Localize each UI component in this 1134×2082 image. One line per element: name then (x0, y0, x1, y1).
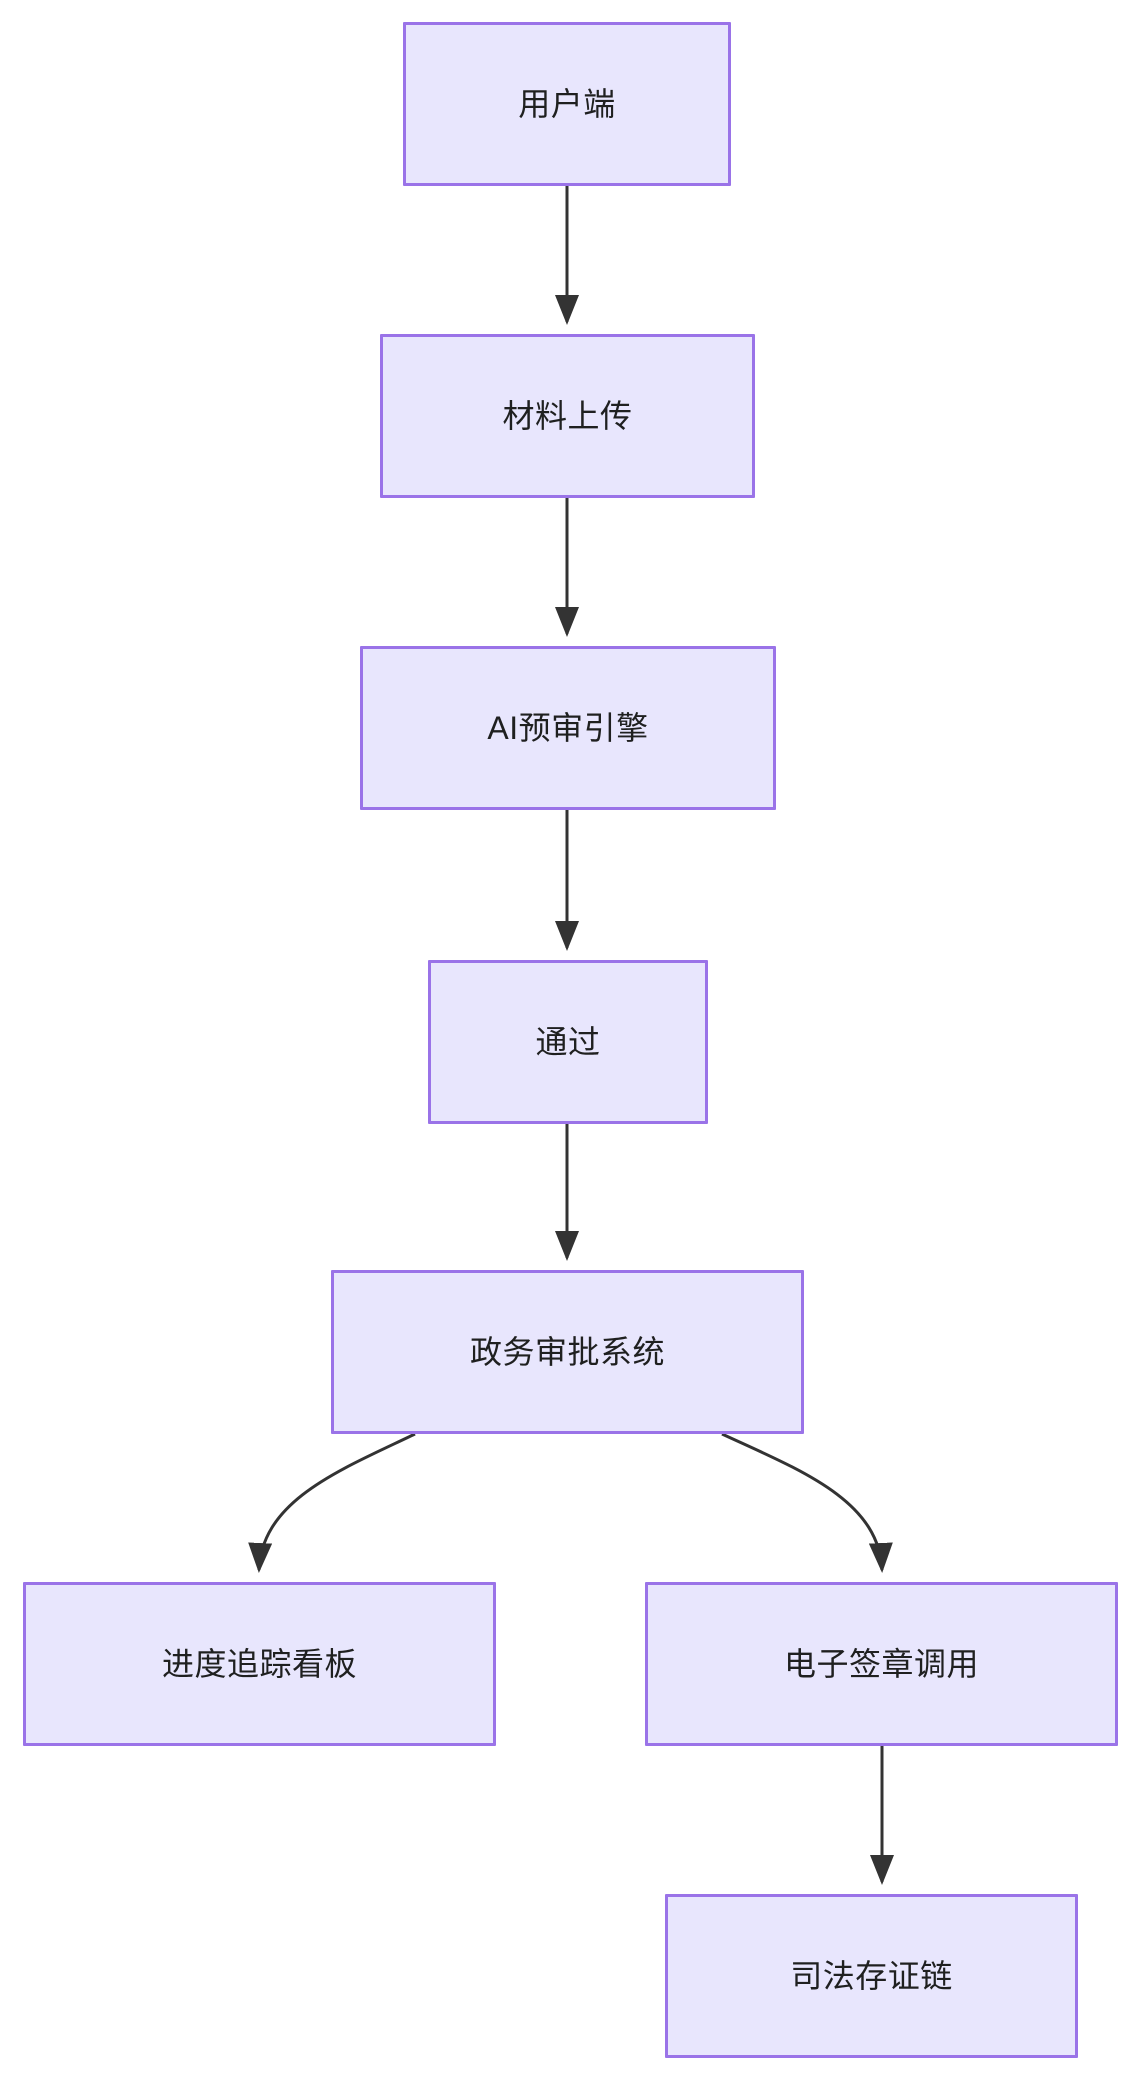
node-approval-system[interactable]: 政务审批系统 (331, 1270, 804, 1434)
edge-approval-to-seal (721, 1432, 893, 1573)
node-eseal-invoke-label: 电子签章调用 (783, 1645, 979, 1682)
node-pass-label: 通过 (535, 1023, 601, 1060)
node-progress-tracking-label: 进度追踪看板 (161, 1645, 357, 1682)
node-ai-engine[interactable]: AI预审引擎 (360, 646, 776, 810)
node-client[interactable]: 用户端 (403, 22, 731, 186)
node-upload[interactable]: 材料上传 (380, 334, 755, 498)
node-eseal-invoke[interactable]: 电子签章调用 (645, 1582, 1118, 1746)
node-pass[interactable]: 通过 (428, 960, 708, 1124)
node-client-label: 用户端 (518, 85, 616, 122)
node-judicial-chain-label: 司法存证链 (790, 1957, 953, 1994)
node-judicial-chain[interactable]: 司法存证链 (665, 1894, 1078, 2058)
edge-approval-to-tracking (248, 1432, 416, 1573)
node-progress-tracking[interactable]: 进度追踪看板 (23, 1582, 496, 1746)
node-upload-label: 材料上传 (502, 397, 633, 434)
node-ai-engine-label: AI预审引擎 (487, 709, 649, 746)
node-approval-system-label: 政务审批系统 (469, 1333, 665, 1370)
